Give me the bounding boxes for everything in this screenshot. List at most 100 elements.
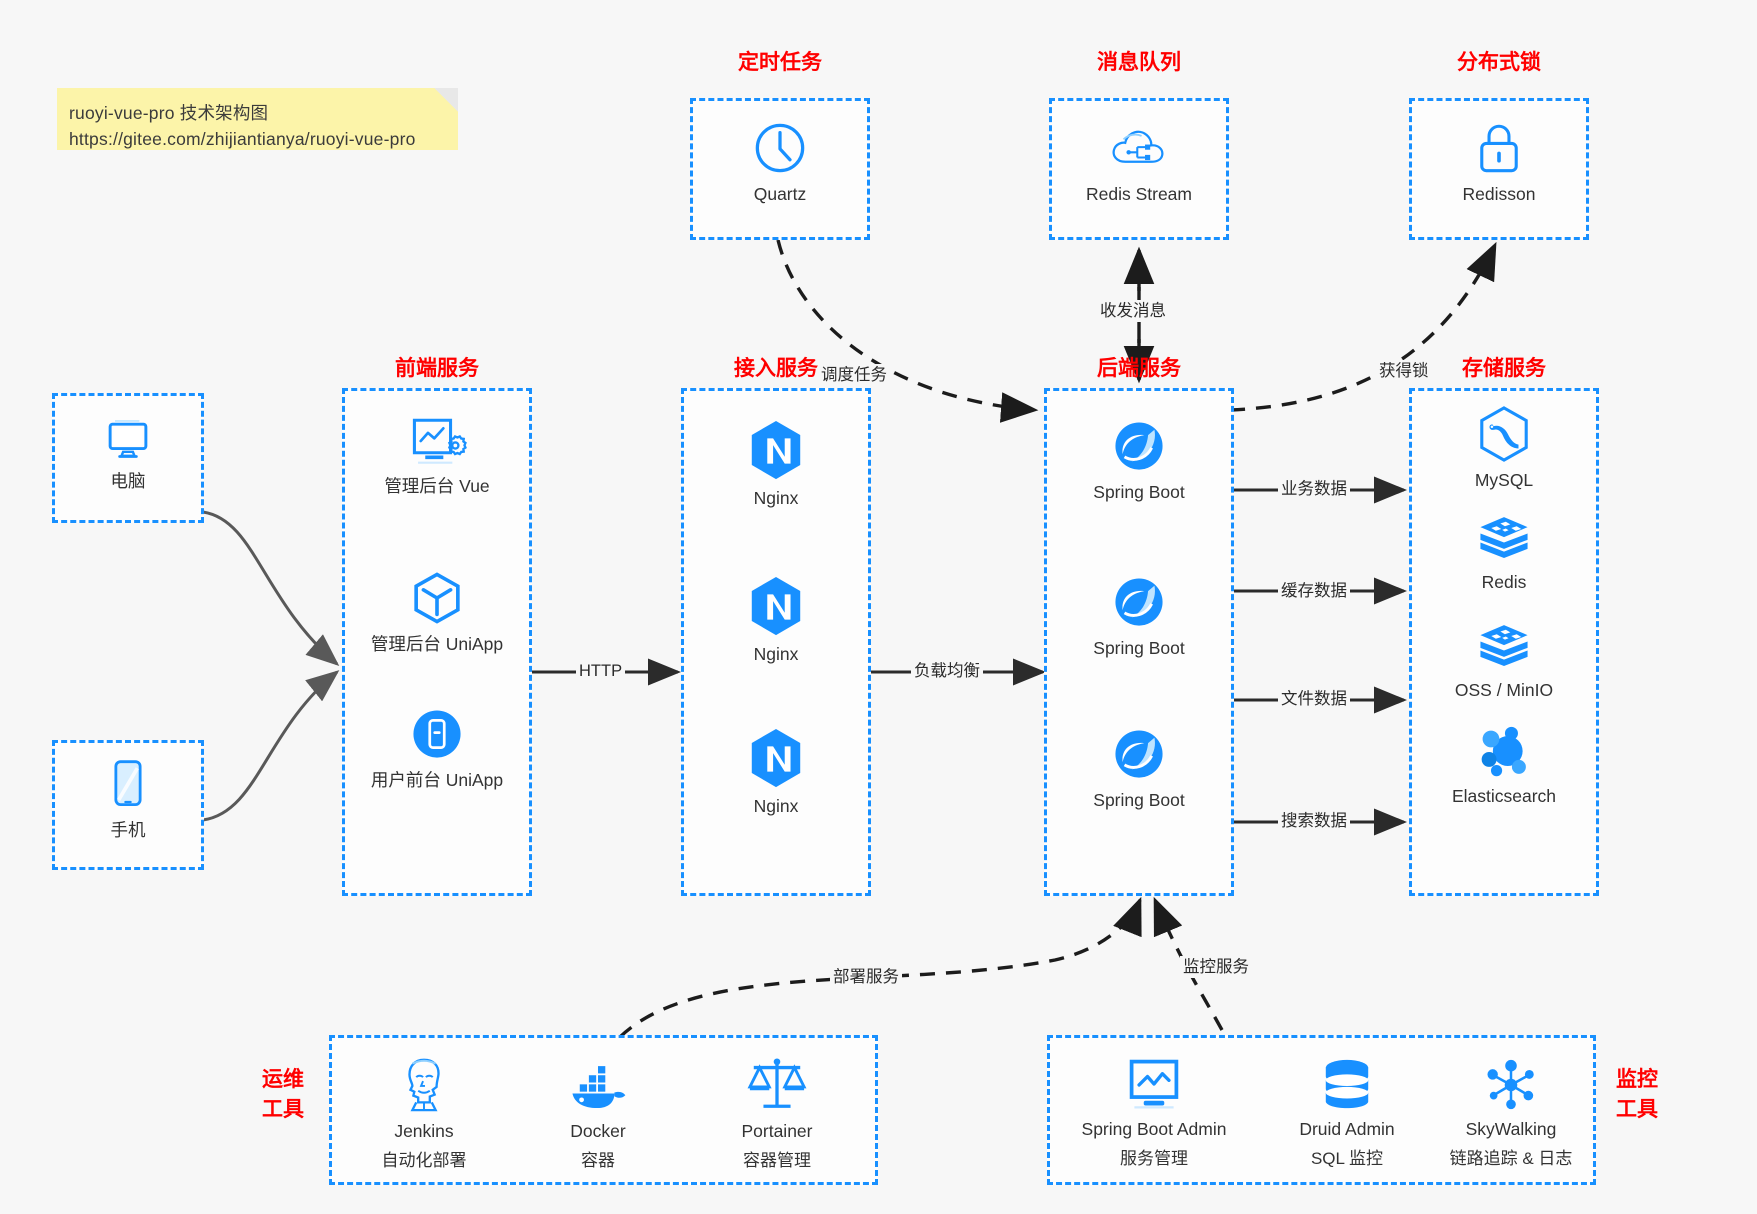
node-label: Redisson — [1462, 184, 1536, 204]
group-title-monitoring-line1: 监控 — [1616, 1068, 1658, 1091]
edge-label-search-data: 搜索数据 — [1278, 810, 1350, 832]
mobile-app-icon — [413, 710, 461, 758]
node-admin-vue[interactable]: 管理后台 Vue — [345, 413, 529, 498]
spring-boot-icon — [1115, 422, 1163, 470]
node-sublabel: 容器管理 — [743, 1151, 811, 1170]
node-spring-boot-2[interactable]: Spring Boot — [1047, 573, 1231, 660]
edge-label-business-data: 业务数据 — [1278, 478, 1350, 500]
group-title-devops: 运维 工具 — [250, 1065, 316, 1125]
group-title-devops-line2: 工具 — [262, 1098, 304, 1121]
redis-icon — [1480, 517, 1528, 558]
group-box-monitoring: Spring Boot Admin 服务管理 Druid Admin SQL 监… — [1047, 1035, 1596, 1185]
node-label: Nginx — [753, 644, 799, 664]
group-title-gateway: 接入服务 — [734, 357, 818, 380]
node-label: OSS / MinIO — [1454, 680, 1554, 700]
node-admin-uniapp[interactable]: 管理后台 UniApp — [345, 569, 529, 656]
nginx-icon — [751, 420, 801, 480]
node-desktop[interactable]: 电脑 — [55, 412, 201, 493]
node-redis[interactable]: Redis — [1412, 511, 1596, 594]
group-box-frontend: 管理后台 Vue 管理后台 UniApp 用户前台 UniApp — [342, 388, 532, 896]
elasticsearch-icon — [1481, 726, 1526, 777]
node-oss-minio[interactable]: OSS / MinIO — [1412, 619, 1596, 702]
spring-boot-icon — [1115, 578, 1163, 626]
nginx-icon — [751, 576, 801, 636]
dashboard-settings-icon — [412, 418, 467, 464]
node-sublabel: 容器 — [581, 1151, 615, 1170]
cloud-stream-icon — [1112, 130, 1164, 163]
node-label: 管理后台 UniApp — [370, 634, 504, 654]
group-title-scheduler: 定时任务 — [738, 51, 822, 74]
clock-icon — [755, 123, 805, 173]
edge-label-http: HTTP — [576, 660, 626, 682]
node-spring-boot-admin[interactable]: Spring Boot Admin 服务管理 — [1056, 1056, 1252, 1170]
node-druid-admin[interactable]: Druid Admin SQL 监控 — [1262, 1058, 1432, 1170]
node-jenkins[interactable]: Jenkins 自动化部署 — [344, 1054, 504, 1172]
note-line-title: ruoyi-vue-pro 技术架构图 — [69, 103, 269, 123]
edge-label-send-receive-message: 收发消息 — [1097, 300, 1169, 322]
cube-icon — [414, 572, 460, 624]
node-spring-boot-1[interactable]: Spring Boot — [1047, 417, 1231, 504]
node-label: Elasticsearch — [1451, 786, 1557, 806]
node-sublabel: 链路追踪 & 日志 — [1449, 1149, 1573, 1168]
node-nginx-1[interactable]: Nginx — [684, 419, 868, 510]
group-title-devops-line1: 运维 — [262, 1068, 304, 1091]
group-box-lock: Redisson — [1409, 98, 1589, 240]
group-title-monitoring: 监控 工具 — [1604, 1065, 1670, 1125]
object-storage-icon — [1480, 625, 1528, 666]
node-label: Docker — [570, 1121, 626, 1141]
node-sublabel: 自动化部署 — [381, 1151, 467, 1170]
node-label: 电脑 — [110, 471, 146, 491]
group-title-mq: 消息队列 — [1097, 51, 1181, 74]
node-sublabel: 服务管理 — [1120, 1149, 1188, 1168]
mysql-icon — [1480, 406, 1528, 462]
node-spring-boot-3[interactable]: Spring Boot — [1047, 725, 1231, 812]
node-label: Spring Boot — [1093, 790, 1185, 810]
sticky-note: ruoyi-vue-pro 技术架构图 https://gitee.com/zh… — [57, 88, 458, 150]
group-title-frontend: 前端服务 — [395, 357, 479, 380]
edge-label-deploy-service: 部署服务 — [830, 966, 902, 988]
node-elasticsearch[interactable]: Elasticsearch — [1412, 725, 1596, 808]
docker-icon — [572, 1066, 626, 1109]
jenkins-icon — [408, 1058, 440, 1112]
node-quartz[interactable]: Quartz — [693, 119, 867, 206]
group-box-mq: Redis Stream — [1049, 98, 1229, 240]
node-mysql[interactable]: MySQL — [1412, 405, 1596, 492]
node-nginx-3[interactable]: Nginx — [684, 727, 868, 818]
node-nginx-2[interactable]: Nginx — [684, 575, 868, 666]
mobile-phone-icon — [114, 760, 142, 806]
edge-label-monitor-service: 监控服务 — [1180, 956, 1252, 978]
node-label: 用户前台 UniApp — [370, 770, 504, 790]
node-label: Nginx — [753, 796, 799, 816]
node-user-uniapp[interactable]: 用户前台 UniApp — [345, 705, 529, 792]
desktop-monitor-icon — [108, 420, 148, 458]
edge-label-file-data: 文件数据 — [1278, 688, 1350, 710]
node-label: 手机 — [110, 820, 146, 840]
group-box-devops: Jenkins 自动化部署 Docker 容器 — [329, 1035, 878, 1185]
note-line-url: https://gitee.com/zhijiantianya/ruoyi-vu… — [69, 129, 416, 149]
group-box-client-desktop: 电脑 — [52, 393, 204, 523]
edge-label-schedule-task: 调度任务 — [818, 364, 890, 386]
group-box-backend: Spring Boot Spring Boot Spring Boot — [1044, 388, 1234, 896]
node-redis-stream[interactable]: Redis Stream — [1052, 119, 1226, 206]
node-label: Spring Boot Admin — [1081, 1119, 1227, 1139]
group-title-lock: 分布式锁 — [1457, 51, 1541, 74]
node-sublabel: SQL 监控 — [1310, 1149, 1384, 1168]
group-box-scheduler: Quartz — [690, 98, 870, 240]
node-redisson[interactable]: Redisson — [1412, 119, 1586, 206]
padlock-icon — [1480, 124, 1518, 173]
edge-label-cache-data: 缓存数据 — [1278, 580, 1350, 602]
note-fold-corner — [434, 88, 458, 112]
edge-label-acquire-lock: 获得锁 — [1376, 360, 1432, 382]
group-title-monitoring-line2: 工具 — [1616, 1098, 1658, 1121]
group-title-backend: 后端服务 — [1097, 357, 1181, 380]
node-label: Spring Boot — [1093, 638, 1185, 658]
node-label: Jenkins — [394, 1121, 454, 1141]
node-docker[interactable]: Docker 容器 — [518, 1062, 678, 1172]
node-label: Quartz — [753, 184, 807, 204]
node-skywalking[interactable]: SkyWalking 链路追踪 & 日志 — [1426, 1058, 1596, 1170]
node-mobile[interactable]: 手机 — [55, 757, 201, 842]
node-portainer[interactable]: Portainer 容器管理 — [692, 1054, 862, 1172]
database-icon — [1325, 1059, 1369, 1109]
node-label: 管理后台 Vue — [384, 476, 490, 496]
node-label: MySQL — [1474, 470, 1534, 490]
